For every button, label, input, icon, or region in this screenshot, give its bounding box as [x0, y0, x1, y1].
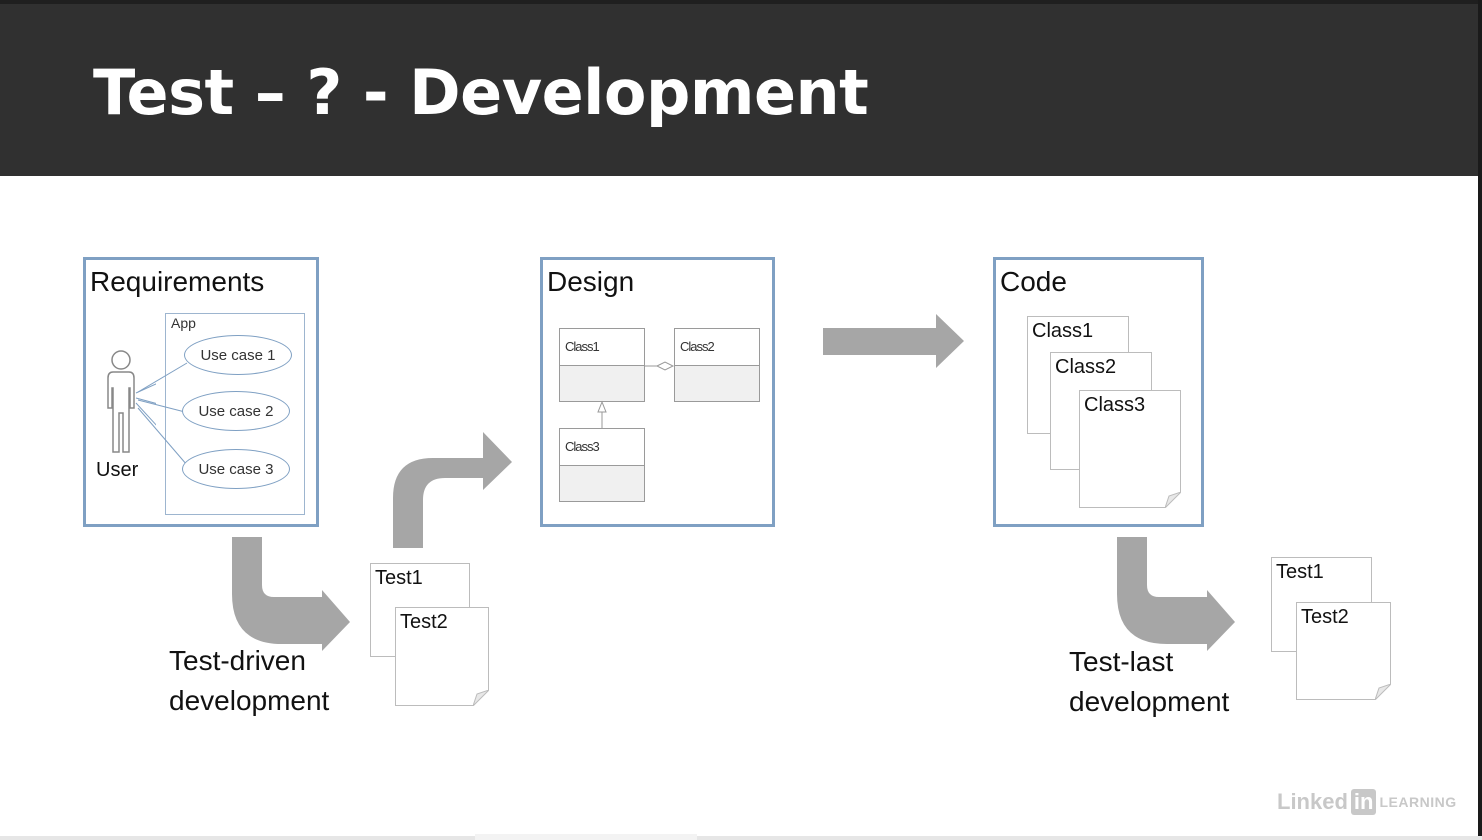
uml-class-2: Class2 — [674, 328, 760, 402]
page-curl-icon — [1165, 492, 1181, 508]
logo-linked: Linked — [1277, 789, 1348, 814]
code-file-2-label: Class2 — [1055, 356, 1117, 378]
requirements-title: Requirements — [90, 266, 265, 297]
right-edge — [1478, 0, 1482, 840]
slide-title: Test – ? - Development — [93, 56, 869, 129]
design-to-code-arrow — [823, 314, 964, 368]
design-box: Design Class1 Class2 Class3 — [540, 257, 775, 527]
code-title: Code — [1000, 266, 1067, 297]
tdd-label-line2: development — [169, 685, 330, 716]
uml-class-1: Class1 — [559, 328, 645, 402]
user-actor-icon — [107, 350, 156, 453]
tdd-test-1-label: Test1 — [375, 567, 423, 589]
tdd-test-2-label: Test2 — [400, 611, 448, 633]
bottom-edge — [0, 836, 1482, 840]
uml-class-3-name: Class3 — [565, 439, 600, 454]
uml-class-3-body — [560, 465, 644, 501]
tld-label-line1: Test-last — [1069, 646, 1174, 677]
uml-relations — [597, 361, 675, 428]
actor-label: User — [96, 459, 139, 481]
tdd-up-arrow — [393, 432, 512, 548]
tdd-down-arrow — [232, 537, 350, 651]
uml-class-2-name: Class2 — [680, 339, 715, 354]
tld-test-2: Test2 — [1296, 602, 1391, 700]
actor-links — [137, 362, 188, 466]
requirements-box: Requirements App User Use case 1 Use cas… — [83, 257, 319, 527]
logo-learning: LEARNING — [1379, 794, 1457, 810]
tld-test-2-label: Test2 — [1301, 606, 1349, 628]
tdd-test-2: Test2 — [395, 607, 489, 706]
uml-class-3: Class3 — [559, 428, 645, 502]
uml-class-2-body — [675, 365, 759, 401]
uml-class-1-name: Class1 — [565, 339, 600, 354]
design-title: Design — [547, 266, 635, 297]
use-case-1: Use case 1 — [184, 335, 292, 375]
use-case-2: Use case 2 — [182, 391, 290, 431]
page-curl-icon — [473, 690, 489, 706]
tld-label-line2: development — [1069, 686, 1230, 717]
bottom-strip — [475, 834, 697, 840]
uml-class-1-body — [560, 365, 644, 401]
linkedin-learning-logo: Linked in LEARNING — [1277, 788, 1457, 816]
logo-in: in — [1350, 789, 1377, 815]
use-case-3: Use case 3 — [182, 449, 290, 489]
code-file-1-label: Class1 — [1032, 320, 1094, 342]
tdd-label-line1: Test-driven — [169, 645, 306, 676]
title-bar: Test – ? - Development — [0, 0, 1478, 176]
tld-down-arrow — [1117, 537, 1235, 651]
code-file-3-label: Class3 — [1084, 394, 1146, 416]
page-curl-icon — [1375, 684, 1391, 700]
system-label: App — [171, 315, 196, 331]
code-box: Code Class1 Class2 Class3 — [993, 257, 1204, 527]
system-boundary: App — [165, 313, 305, 515]
code-file-3: Class3 — [1079, 390, 1181, 508]
tld-test-1-label: Test1 — [1276, 561, 1324, 583]
